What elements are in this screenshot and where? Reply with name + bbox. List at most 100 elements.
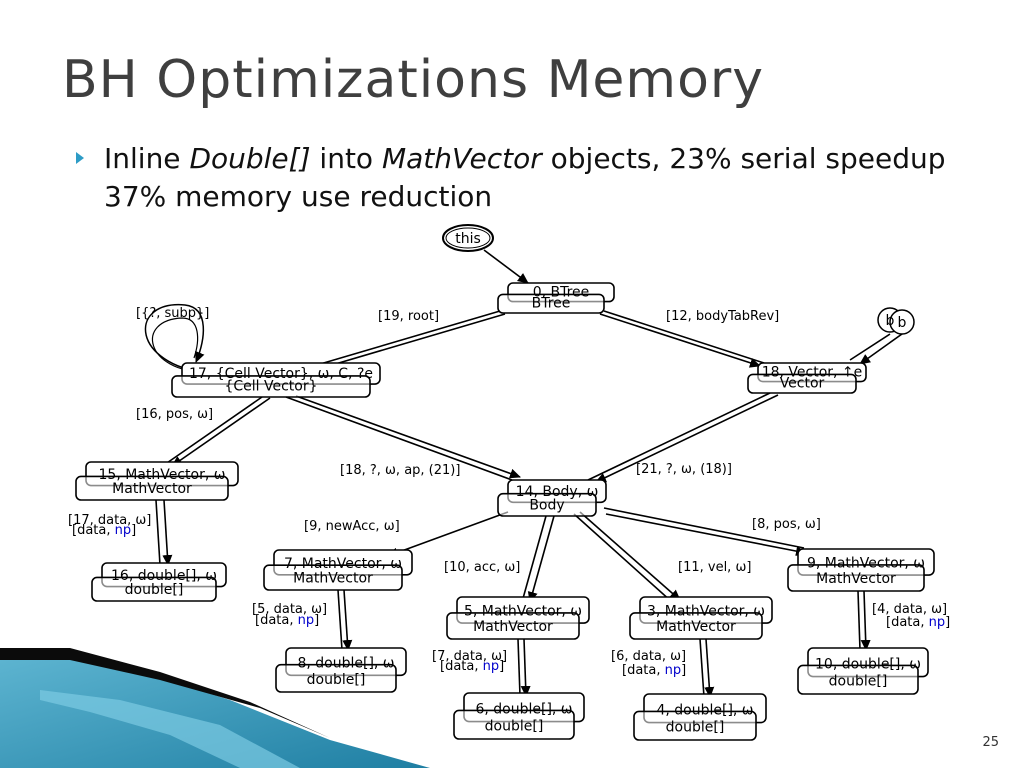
- bullet-text-part: objects, 23% serial speedup 37% memory u…: [104, 142, 946, 213]
- node-label: 5, MathVector, ω: [464, 604, 582, 620]
- node-box-bottom: [497, 492, 597, 517]
- node-box-bottom: [446, 612, 580, 640]
- node-this: this: [442, 224, 494, 252]
- node-type-label: MathVector: [816, 571, 896, 587]
- node-box-bottom: [497, 293, 605, 314]
- edge-line: [163, 396, 263, 466]
- edge-line: [605, 513, 807, 556]
- edge-line: [599, 313, 761, 368]
- edge-alt-label: [data, np]: [72, 523, 136, 538]
- edge-line: [603, 507, 805, 549]
- edge-line: [849, 333, 891, 361]
- node-box-bottom: [453, 709, 575, 740]
- node-label: 10, double[], ω: [815, 657, 921, 673]
- edge-label: [16, pos, ω]: [136, 407, 213, 422]
- edge-vector-to-body: [587, 392, 779, 483]
- bullet-text-part: into: [310, 142, 382, 175]
- slide-title: BH Optimizations Memory: [62, 50, 765, 110]
- edge-label: [17, data, ω]: [68, 513, 151, 528]
- bullet-text-italic: MathVector: [381, 142, 542, 175]
- node-label: 15, MathVector, ω: [99, 467, 226, 483]
- edge-label: [18, ?, ω, ap, (21)]: [340, 463, 460, 478]
- node-label: this: [455, 231, 481, 247]
- node-box-bottom: [275, 663, 397, 693]
- edge-mv15-to-d16: [155, 499, 173, 566]
- edge-line: [295, 395, 521, 479]
- bullet-arrow-icon: [76, 152, 84, 164]
- edge-mv7-to-d8: [337, 589, 353, 651]
- edge-alt-label: [data, np]: [255, 613, 319, 628]
- edge-mv5-to-d6: [517, 638, 531, 697]
- node-box-bottom: [75, 475, 229, 501]
- edge-label: [7, data, ω]: [432, 649, 507, 664]
- edge-line: [144, 304, 205, 373]
- edge-line: [483, 249, 529, 284]
- node-label: 3, MathVector, ω: [647, 604, 765, 620]
- node-type-label: double[]: [485, 718, 544, 734]
- edge-line: [579, 511, 681, 601]
- edge-label: [11, vel, ω]: [678, 560, 751, 575]
- edge-line: [603, 310, 765, 364]
- edge-line: [171, 397, 271, 467]
- node-box-bottom: [747, 373, 857, 394]
- edge-body-to-mv9: [603, 507, 807, 556]
- edge-line: [527, 515, 555, 603]
- node-type-label: MathVector: [656, 619, 736, 635]
- node-type-label: double[]: [829, 673, 888, 689]
- edge-alt-label: [data, np]: [886, 615, 950, 630]
- node-label: 16, double[], ω: [111, 568, 217, 584]
- node-label: 18, Vector, ↑e: [762, 364, 863, 380]
- edge-line: [517, 638, 521, 697]
- edge-label: [12, bodyTabRev]: [666, 309, 779, 324]
- node-box-bottom: [171, 375, 371, 398]
- node-box-bottom: [91, 576, 217, 602]
- slide-number: 25: [982, 735, 999, 750]
- node-label: 7, MathVector, ω: [284, 556, 402, 572]
- node-cell: 17, {Cell Vector}, ω, C, ?e{Cell Vector}: [171, 362, 381, 398]
- node-shape: [889, 309, 915, 335]
- node-type-label: BTree: [532, 295, 571, 311]
- edge-label: [10, acc, ω]: [444, 560, 520, 575]
- edge-line: [309, 310, 501, 368]
- edge-cell-to-mv15: [163, 396, 271, 467]
- edge-cell-to-body: [285, 395, 521, 481]
- edge-line: [520, 638, 531, 697]
- bullet-text-italic: Double[]: [189, 142, 311, 175]
- node-shape-inner: [445, 227, 491, 249]
- edge-line: [285, 396, 513, 481]
- edge-this-to-btree: [483, 249, 529, 284]
- node-type-label: double[]: [125, 582, 184, 598]
- node-type-label: double[]: [666, 719, 725, 735]
- edge-line: [859, 333, 903, 365]
- edge-label: [6, data, ω]: [611, 649, 686, 664]
- node-box-bottom: [797, 664, 919, 695]
- edge-line: [337, 589, 343, 651]
- node-box-bottom: [787, 564, 925, 592]
- node-type-label: {Cell Vector}: [224, 379, 317, 395]
- edge-line: [342, 589, 353, 651]
- node-type-label: Vector: [780, 375, 825, 391]
- edge-line: [162, 499, 173, 566]
- edge-label: [4, data, ω]: [872, 602, 947, 617]
- edge-label: [9, newAcc, ω]: [304, 519, 400, 534]
- edge-line: [573, 513, 673, 603]
- edge-line: [857, 590, 861, 651]
- node-label: b: [886, 313, 895, 329]
- edge-line: [521, 515, 547, 603]
- node-label: 9, MathVector, ω: [807, 556, 925, 572]
- edge-line: [699, 638, 705, 698]
- edge-line: [155, 499, 161, 566]
- node-label: 17, {Cell Vector}, ω, C, ?e: [189, 366, 373, 382]
